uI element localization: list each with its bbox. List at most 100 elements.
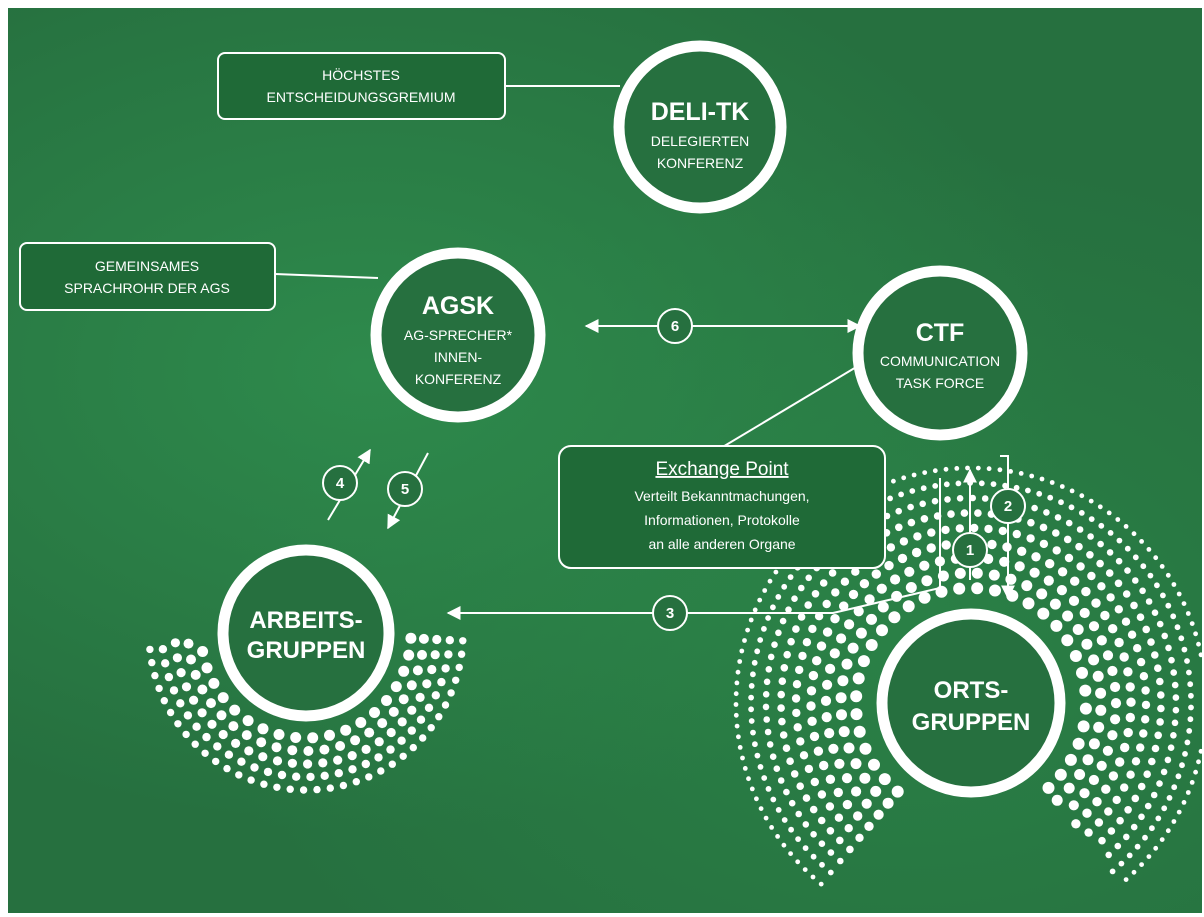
decor-dot [1124, 545, 1131, 552]
decor-dot [746, 776, 751, 782]
decor-dot [1153, 845, 1159, 851]
decor-dot [890, 574, 901, 585]
decor-dot [1079, 684, 1092, 697]
decor-dot [1139, 587, 1146, 595]
decor-dot [164, 672, 174, 682]
decor-dot [751, 659, 758, 666]
decor-dot [791, 694, 801, 703]
decor-dot [788, 826, 794, 833]
decor-dot [813, 746, 824, 756]
decor-dot [1127, 630, 1137, 639]
decor-dot [206, 698, 216, 709]
decor-dot [1071, 819, 1081, 829]
decor-dot [878, 773, 891, 786]
decor-dot [953, 582, 966, 595]
decor-dot [1156, 780, 1163, 787]
decor-dot [437, 677, 446, 687]
decor-dot [228, 721, 239, 732]
decor-dot [386, 727, 396, 738]
decor-dot [783, 788, 790, 796]
decor-dot [748, 694, 754, 701]
svg-text:6: 6 [671, 318, 679, 335]
decor-dot [277, 770, 287, 780]
decor-dot [848, 589, 859, 600]
decor-dot [377, 767, 385, 775]
decor-dot [846, 845, 854, 854]
decor-dot [740, 755, 745, 761]
decor-dot [1087, 533, 1094, 540]
decor-dot [1058, 499, 1064, 506]
decor-dot [797, 613, 806, 621]
decor-dot [891, 478, 896, 484]
decor-dot [1159, 564, 1165, 569]
ctf-sub1: COMMUNICATION [880, 353, 1000, 369]
decor-dot [1123, 524, 1129, 529]
decor-dot [223, 764, 231, 773]
decor-dot [431, 691, 440, 700]
decor-dot [955, 524, 964, 533]
deli-note-box: HÖCHSTES ENTSCHEIDUNGSGREMIUM [217, 52, 506, 120]
decor-dot [407, 705, 417, 715]
decor-dot [273, 783, 281, 791]
decor-dot [189, 695, 199, 705]
decor-dot [742, 638, 747, 643]
decor-dot [260, 780, 268, 788]
decor-dot [829, 648, 840, 659]
decor-dot [1149, 825, 1155, 832]
decor-dot [850, 690, 863, 703]
decor-dot [1151, 609, 1159, 616]
decor-dot [775, 594, 782, 600]
ortsgruppen-line2: GRUPPEN [912, 709, 1031, 736]
decor-dot [1052, 546, 1061, 555]
decor-dot [864, 594, 875, 605]
decor-dot [1120, 783, 1129, 792]
decor-dot [1155, 815, 1162, 822]
decor-dot [1179, 762, 1185, 769]
decor-dot [943, 466, 949, 472]
decor-dot [1175, 773, 1182, 780]
decor-dot [954, 466, 960, 471]
decor-dot [763, 716, 770, 723]
decor-dot [888, 611, 901, 624]
decor-dot [781, 583, 788, 590]
decor-dot [1110, 714, 1121, 725]
decor-dot [866, 613, 877, 625]
decor-dot [256, 737, 267, 748]
decor-dot [990, 481, 997, 487]
decor-dot [1096, 559, 1104, 568]
decor-dot [777, 704, 785, 712]
decor-dot [898, 491, 904, 498]
decor-dot [369, 707, 380, 718]
decor-dot [313, 785, 321, 794]
decor-dot [1139, 539, 1144, 544]
decor-dot [870, 785, 882, 797]
decor-dot [1102, 745, 1113, 756]
decor-dot [350, 735, 361, 746]
decor-dot [348, 765, 357, 774]
decor-dot [757, 637, 764, 643]
decor-dot [1140, 563, 1147, 570]
decor-dot [935, 585, 948, 598]
agsk-title: AGSK [422, 292, 494, 320]
decor-dot [1150, 791, 1158, 799]
arbeitsgruppen-line2: GRUPPEN [247, 637, 366, 664]
decor-dot [799, 751, 809, 760]
decor-dot [761, 626, 767, 632]
decor-dot [388, 706, 399, 717]
decor-dot [922, 470, 928, 475]
decor-dot [432, 634, 442, 645]
decor-dot [347, 751, 357, 761]
decor-dot [1147, 638, 1155, 646]
exchange-line2: Informationen, Protokolle [644, 512, 800, 528]
decor-dot [1047, 494, 1054, 501]
decor-dot [798, 584, 805, 592]
decor-dot [182, 730, 190, 739]
decor-dot [151, 671, 159, 680]
decor-dot [303, 759, 313, 769]
ctf-title: CTF [916, 319, 965, 347]
decor-dot [1106, 593, 1115, 602]
decor-dot [748, 718, 755, 724]
decor-dot [767, 653, 775, 661]
decor-dot [819, 861, 825, 868]
agsk-sub1: AG-SPRECHER* [404, 327, 513, 343]
